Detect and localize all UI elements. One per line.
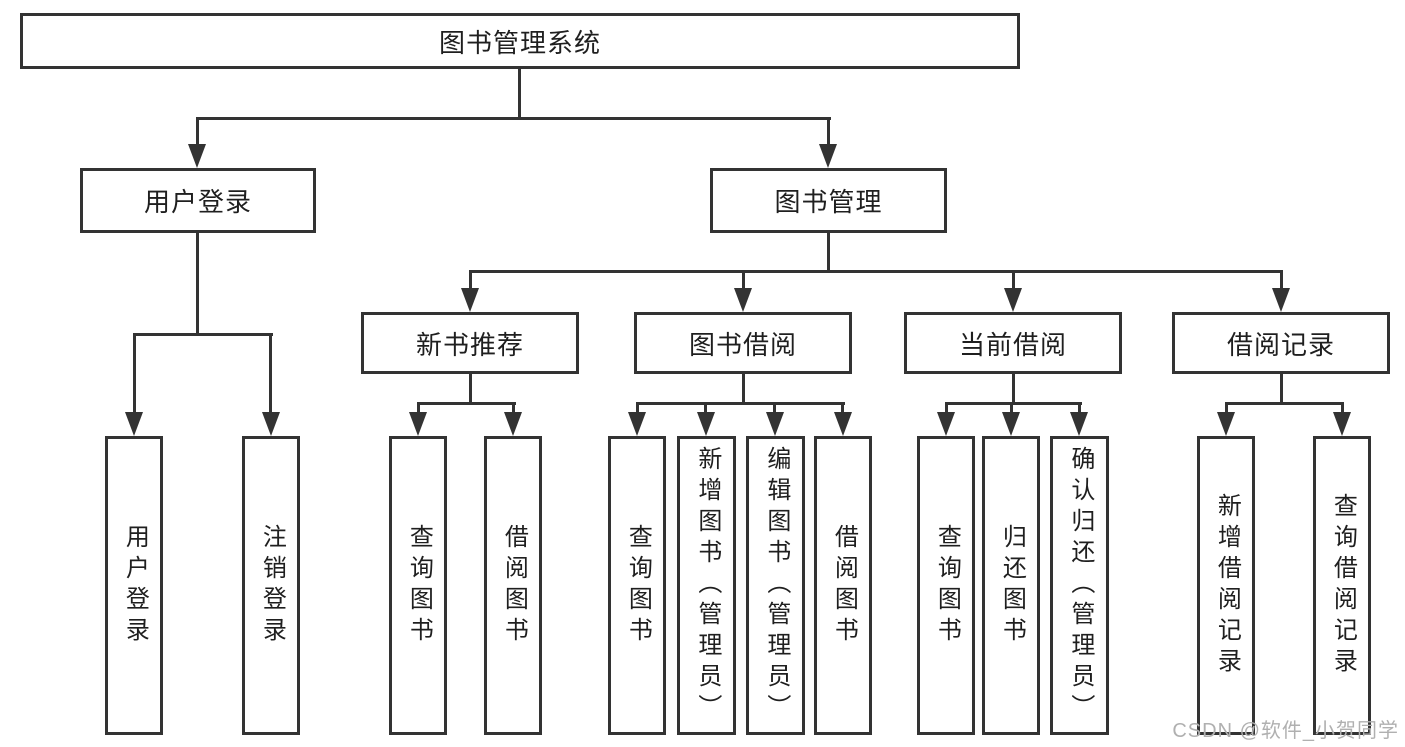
- leaf-borrow-edit-book-admin: 编辑图书（管理员）: [746, 436, 805, 735]
- connector-line: [742, 374, 745, 405]
- connector-line: [269, 333, 272, 414]
- leaf-borrow-add-book-admin-label: 新增图书（管理员）: [693, 446, 721, 725]
- leaf-current-return-books-label: 归还图书: [998, 523, 1026, 648]
- arrow-down-icon: [1004, 288, 1022, 312]
- connector-line: [1010, 402, 1013, 414]
- leaf-current-confirm-return-admin-label: 确认归还（管理员）: [1066, 446, 1094, 725]
- connector-line: [197, 117, 831, 120]
- leaf-logout-label: 注销登录: [258, 523, 286, 648]
- arrow-down-icon: [766, 412, 784, 436]
- leaf-user-login-label: 用户登录: [121, 523, 149, 648]
- node-library-management-system: 图书管理系统: [20, 13, 1020, 69]
- connector-line: [1280, 270, 1283, 290]
- csdn-watermark: CSDN @软件_小贺同学: [1172, 720, 1399, 742]
- connector-line: [1280, 374, 1283, 405]
- node-book-borrowing: 图书借阅: [634, 312, 852, 374]
- arrow-down-icon: [409, 412, 427, 436]
- leaf-newbook-query-books: 查询图书: [389, 436, 447, 735]
- node-current-borrowing: 当前借阅: [904, 312, 1122, 374]
- connector-line: [827, 117, 830, 146]
- arrow-down-icon: [937, 412, 955, 436]
- connector-line: [417, 402, 420, 414]
- connector-line: [827, 233, 830, 273]
- connector-line: [636, 402, 845, 405]
- arrow-down-icon: [734, 288, 752, 312]
- connector-line: [512, 402, 515, 414]
- connector-line: [518, 69, 521, 119]
- arrow-down-icon: [461, 288, 479, 312]
- leaf-borrow-add-book-admin: 新增图书（管理员）: [677, 436, 736, 735]
- connector-line: [469, 270, 472, 290]
- arrow-down-icon: [1217, 412, 1235, 436]
- connector-line: [636, 402, 639, 414]
- arrow-down-icon: [1333, 412, 1351, 436]
- node-user-login: 用户登录: [80, 168, 316, 233]
- connector-line: [841, 402, 844, 414]
- leaf-user-login: 用户登录: [105, 436, 163, 735]
- arrow-down-icon: [628, 412, 646, 436]
- leaf-borrow-borrow-books: 借阅图书: [814, 436, 872, 735]
- connector-line: [469, 374, 472, 405]
- leaf-newbook-borrow-books-label: 借阅图书: [500, 523, 528, 648]
- leaf-current-query-books-label: 查询图书: [933, 523, 961, 648]
- connector-line: [469, 270, 1282, 273]
- connector-line: [1078, 402, 1081, 414]
- arrow-down-icon: [504, 412, 522, 436]
- arrow-down-icon: [819, 144, 837, 168]
- connector-line: [196, 117, 199, 146]
- arrow-down-icon: [834, 412, 852, 436]
- arrow-down-icon: [1070, 412, 1088, 436]
- leaf-records-add-record-label: 新增借阅记录: [1213, 492, 1241, 679]
- connector-line: [133, 333, 273, 336]
- leaf-current-query-books: 查询图书: [917, 436, 975, 735]
- leaf-borrow-query-books: 查询图书: [608, 436, 666, 735]
- connector-line: [773, 402, 776, 414]
- connector-line: [1012, 374, 1015, 405]
- leaf-current-confirm-return-admin: 确认归还（管理员）: [1050, 436, 1109, 735]
- arrow-down-icon: [125, 412, 143, 436]
- arrow-down-icon: [1272, 288, 1290, 312]
- connector-line: [1225, 402, 1344, 405]
- connector-line: [945, 402, 948, 414]
- leaf-current-return-books: 归还图书: [982, 436, 1040, 735]
- leaf-logout: 注销登录: [242, 436, 300, 735]
- connector-line: [133, 333, 136, 414]
- connector-line: [742, 270, 745, 290]
- leaf-records-add-record: 新增借阅记录: [1197, 436, 1255, 735]
- node-new-book-recommendation: 新书推荐: [361, 312, 579, 374]
- arrow-down-icon: [262, 412, 280, 436]
- connector-line: [704, 402, 707, 414]
- connector-line: [196, 233, 199, 336]
- connector-line: [945, 402, 1082, 405]
- connector-line: [1341, 402, 1344, 414]
- leaf-newbook-borrow-books: 借阅图书: [484, 436, 542, 735]
- arrow-down-icon: [697, 412, 715, 436]
- leaf-records-query-record-label: 查询借阅记录: [1329, 492, 1357, 679]
- leaf-borrow-query-books-label: 查询图书: [624, 523, 652, 648]
- node-book-management: 图书管理: [710, 168, 947, 233]
- connector-line: [1012, 270, 1015, 290]
- connector-line: [1225, 402, 1228, 414]
- arrow-down-icon: [1002, 412, 1020, 436]
- leaf-newbook-query-books-label: 查询图书: [405, 523, 433, 648]
- leaf-borrow-borrow-books-label: 借阅图书: [830, 523, 858, 648]
- leaf-records-query-record: 查询借阅记录: [1313, 436, 1371, 735]
- node-borrowing-records: 借阅记录: [1172, 312, 1390, 374]
- arrow-down-icon: [188, 144, 206, 168]
- connector-line: [417, 402, 516, 405]
- leaf-borrow-edit-book-admin-label: 编辑图书（管理员）: [762, 446, 790, 725]
